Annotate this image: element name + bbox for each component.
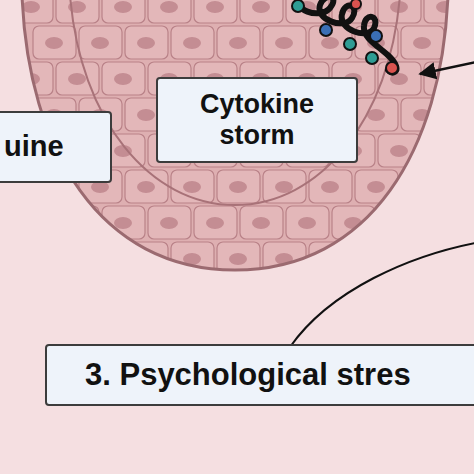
pointer-arrow: [420, 62, 474, 74]
box-label: uine: [4, 130, 64, 163]
label-box: 3. Psychological stres: [45, 344, 474, 406]
lumen-line: [70, 0, 400, 205]
box-label: Cytokine storm: [182, 89, 332, 151]
box-label: 3. Psychological stres: [85, 357, 411, 393]
cytokine-molecule: [292, 0, 398, 74]
label-box: uine: [0, 111, 112, 183]
label-box: Cytokine storm: [156, 77, 358, 163]
leader-line: [290, 242, 474, 347]
